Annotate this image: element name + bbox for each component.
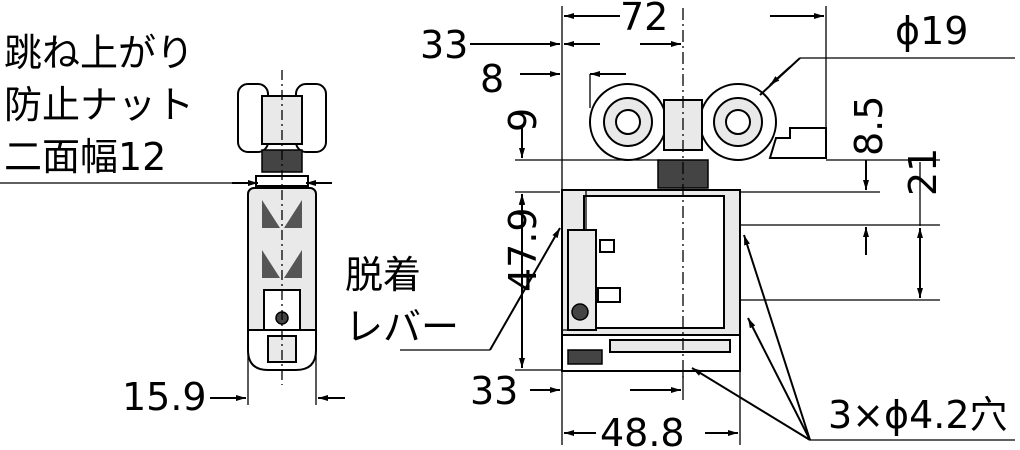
dim-33-top: 33 [420, 23, 468, 67]
label-jump-nut-line3: 二面幅12 [4, 135, 166, 179]
dim-8: 8 [480, 57, 504, 101]
dim-8-5: 8.5 [847, 96, 891, 156]
front-view [561, 8, 827, 380]
front-dimensions [400, 6, 1015, 445]
dim-holes: 3×ϕ4.2穴 [828, 393, 1008, 437]
label-jump-nut-line1: 跳ね上がり [4, 31, 194, 75]
front-bracket [768, 127, 827, 159]
label-release-lever-line2: レバー [345, 305, 459, 349]
side-marking-2 [262, 250, 302, 278]
label-jump-nut-line2: 防止ナット [4, 83, 194, 127]
dim-72: 72 [620, 0, 668, 39]
side-view [0, 70, 345, 405]
side-marking-1 [262, 200, 302, 228]
dim-9: 9 [501, 108, 545, 132]
dim-wheel-diameter: ϕ19 [895, 9, 968, 53]
dim-21: 21 [901, 148, 945, 196]
dim-47-9: 47.9 [501, 207, 545, 292]
label-release-lever-line1: 脱着 [345, 253, 421, 297]
dim-33-bottom: 33 [470, 369, 518, 413]
dim-side-width: 15.9 [122, 375, 207, 419]
dim-48-8: 48.8 [600, 411, 685, 450]
